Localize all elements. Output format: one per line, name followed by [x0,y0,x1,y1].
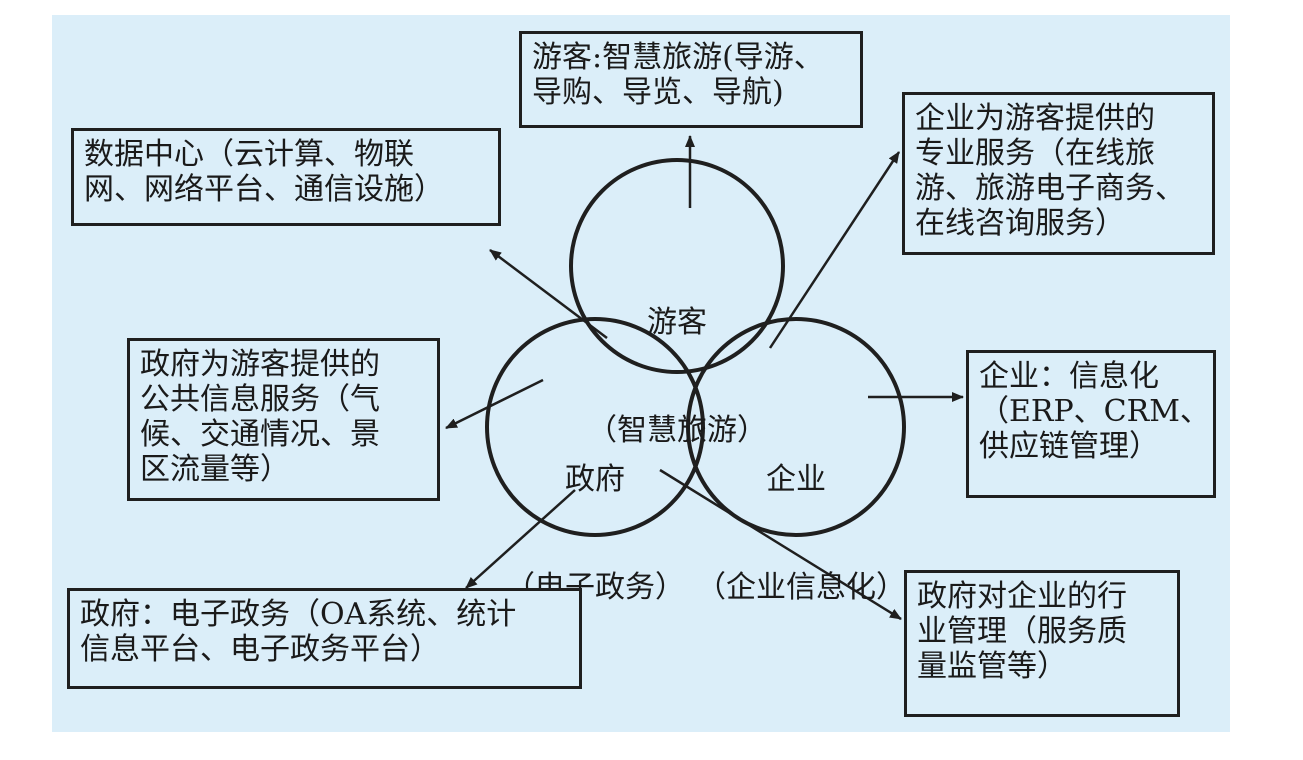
arrow-to-gov-egov [465,489,576,589]
tourist-circle-title: 游客 [647,305,707,340]
enterprise-info-box: 企业：信息化 （ERP、CRM、 供应链管理） [966,350,1216,498]
data-center-box: 数据中心（云计算、物联 网、网络平台、通信设施） [71,128,501,226]
gov-industry-mgmt-box: 政府对企业的行 业管理（服务质 量监管等） [904,570,1180,717]
enterprise-services-box: 企业为游客提供的 专业服务（在线旅 游、旅游电子商务、 在线咨询服务） [902,92,1215,255]
arrow-to-gov-public-info [445,378,544,430]
arrow-to-data-center [489,249,608,339]
government-circle-label: 政府 （电子政务） [495,390,695,678]
tourist-circle-subtitle: （智慧旅游） [587,413,767,448]
enterprise-circle [686,317,906,537]
government-circle-title: 政府 [565,462,625,497]
gov-egov-box: 政府：电子政务（OA系统、统计 信息平台、电子政务平台） [67,588,582,689]
tourist-circle [569,158,785,374]
enterprise-circle-subtitle: （企业信息化） [696,570,906,605]
government-circle [485,317,705,537]
enterprise-circle-label: 企业 （企业信息化） [696,390,906,678]
gov-public-info-box: 政府为游客提供的 公共信息服务（气 候、交通情况、景 区流量等） [127,338,440,501]
arrow-to-enterprise-services [768,151,901,349]
enterprise-circle-title: 企业 [766,462,826,497]
tourist-smart-box: 游客:智慧旅游(导游、 导购、导览、导航) [519,31,863,128]
arrow-to-gov-industry-mgmt [659,468,902,621]
tourist-circle-label: 游客 （智慧旅游） [577,233,777,521]
